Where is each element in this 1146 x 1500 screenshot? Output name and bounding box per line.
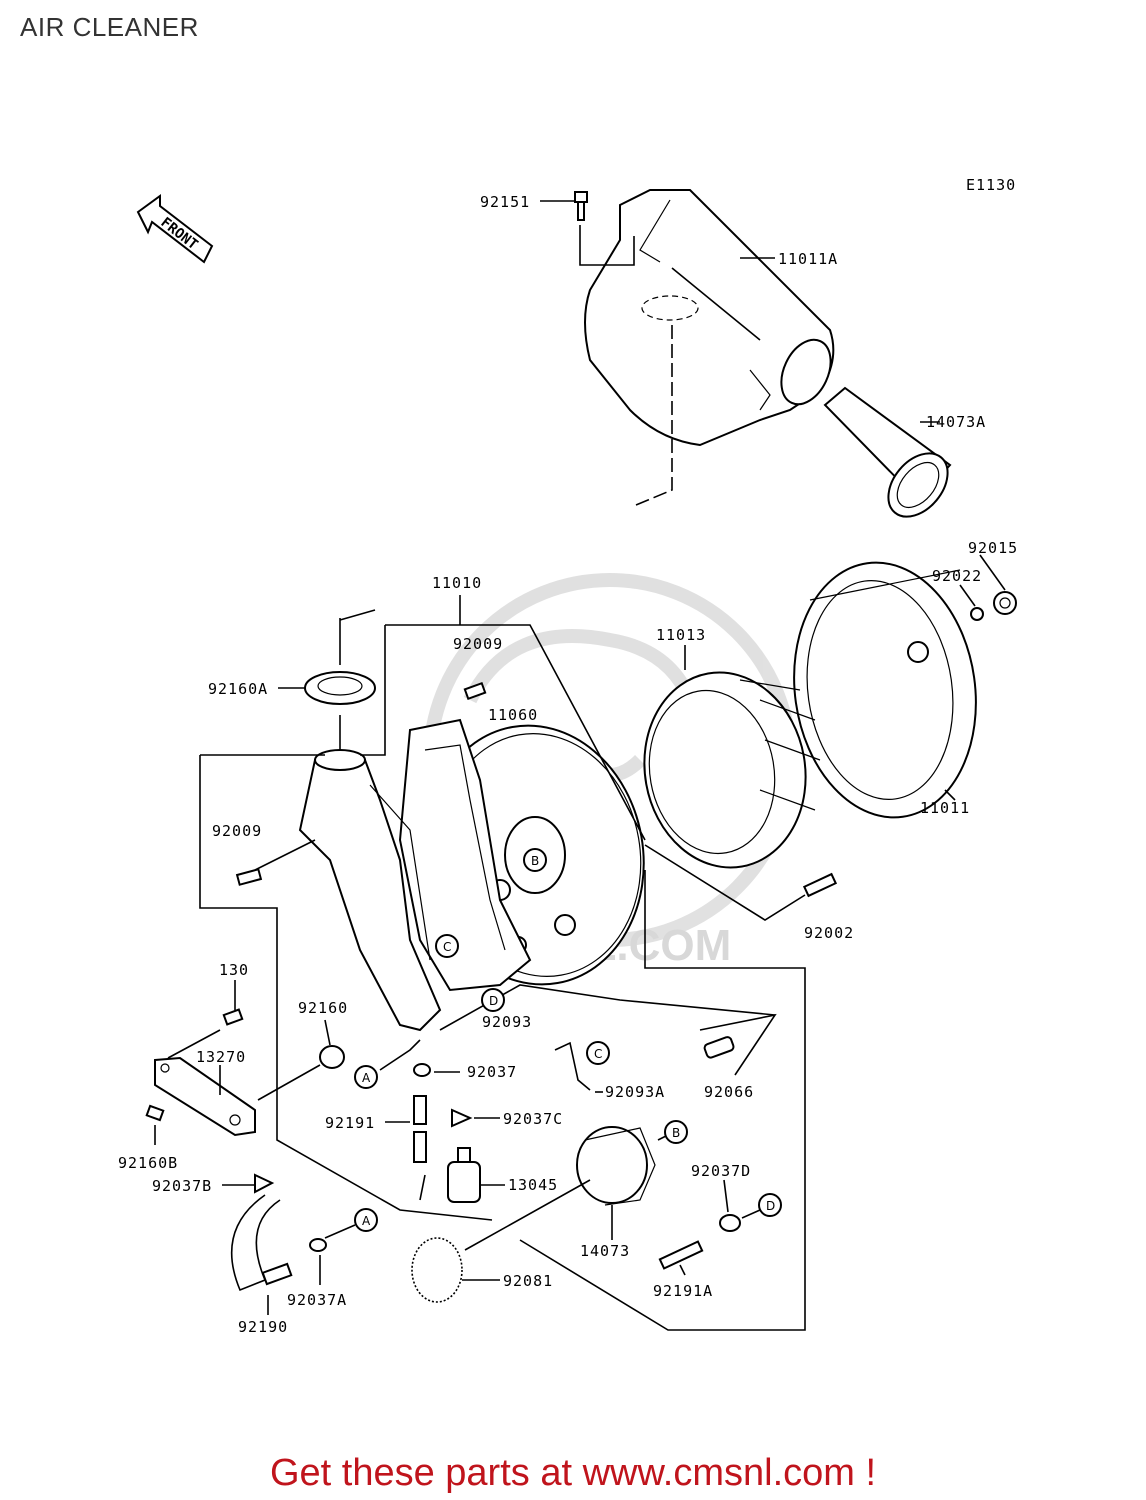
callout-92151: 92151 (480, 193, 530, 211)
ref-circle-a-lower: A (354, 1208, 378, 1232)
washer-92022 (970, 607, 984, 621)
drain-bottle-13045 (447, 1147, 481, 1203)
svg-text:B: B (531, 854, 539, 868)
intake-elbow (298, 749, 442, 1032)
svg-text:A: A (362, 1214, 371, 1228)
svg-text:D: D (489, 994, 498, 1008)
callout-92093a: 92093A (605, 1083, 665, 1101)
callout-92160b: 92160B (118, 1154, 178, 1172)
callout-11011a: 11011A (778, 250, 838, 268)
clamp-92037a (309, 1238, 327, 1252)
grommet-92160 (319, 1045, 345, 1069)
callout-92160: 92160 (298, 999, 348, 1017)
bolt-92151 (574, 191, 588, 221)
bolt-92009-upper (463, 681, 487, 701)
hose-92190 (230, 1194, 293, 1292)
callout-92191a: 92191A (653, 1282, 713, 1300)
plug-92191a (658, 1240, 704, 1270)
clip-92093a (554, 1041, 591, 1091)
filter-housing-11011 (793, 561, 977, 819)
ref-circle-a-upper: A (354, 1065, 378, 1089)
callout-11010: 11010 (432, 574, 482, 592)
diagram-code: E1130 (966, 176, 1016, 194)
svg-text:C: C (443, 940, 451, 954)
callout-11060: 11060 (488, 706, 538, 724)
grommet-92160a (304, 671, 376, 705)
plug-92191 (413, 1095, 427, 1163)
page-title: AIR CLEANER (20, 12, 199, 42)
ref-circle-d-upper: D (481, 988, 505, 1012)
callout-92037d: 92037D (691, 1162, 751, 1180)
callout-92190: 92190 (238, 1318, 288, 1336)
bracket-11010 (398, 718, 532, 992)
callout-92022: 92022 (932, 567, 982, 585)
bolt-92066 (703, 1036, 735, 1059)
cover-14073 (576, 1126, 656, 1206)
callout-92093: 92093 (482, 1013, 532, 1031)
clip-92037b (254, 1173, 275, 1194)
clip-92160b (145, 1104, 165, 1122)
bolt-92002 (802, 872, 838, 898)
ref-circle-c-upper: C (435, 934, 459, 958)
footer-link[interactable]: Get these parts at www.cmsnl.com ! (269, 1452, 877, 1494)
intake-duct-14073a (823, 386, 952, 518)
air-cleaner-cover-11011a (584, 189, 835, 447)
callout-92002: 92002 (804, 924, 854, 942)
clamp-92037d (719, 1214, 741, 1232)
clamp-92037 (413, 1063, 431, 1077)
callout-92037a: 92037A (287, 1291, 347, 1309)
callout-92009-left: 92009 (212, 822, 262, 840)
ref-circle-d-lower: D (758, 1193, 782, 1217)
svg-text:C: C (594, 1047, 602, 1061)
callout-92066: 92066 (704, 1083, 754, 1101)
bolt-130 (222, 1008, 244, 1026)
ref-circle-b-lower: B (664, 1120, 688, 1144)
callout-14073: 14073 (580, 1242, 630, 1260)
callout-14073a: 14073A (926, 413, 986, 431)
exploded-parts-diagram: CMSNL.COM FRONT E1130 (118, 176, 1018, 1336)
filter-element-11013 (643, 671, 821, 869)
svg-text:B: B (672, 1126, 680, 1140)
nut-92015 (993, 591, 1017, 615)
bolt-92009-left (235, 868, 263, 886)
ring-92081 (411, 1237, 463, 1303)
callout-92009-upper: 92009 (453, 635, 503, 653)
callout-130: 130 (219, 961, 249, 979)
ref-circle-c-lower: C (586, 1041, 610, 1065)
svg-text:D: D (766, 1199, 775, 1213)
bracket-13270 (154, 1056, 256, 1137)
ref-circle-b-upper: B (523, 848, 547, 872)
callout-13270: 13270 (196, 1048, 246, 1066)
callout-92037c: 92037C (503, 1110, 563, 1128)
clip-92037c (451, 1108, 473, 1128)
callout-92037: 92037 (467, 1063, 517, 1081)
callout-92160a: 92160A (208, 680, 268, 698)
callout-92081: 92081 (503, 1272, 553, 1290)
callout-11011: 11011 (920, 799, 970, 817)
front-arrow-icon: FRONT (136, 194, 214, 264)
callout-13045: 13045 (508, 1176, 558, 1194)
svg-text:A: A (362, 1071, 371, 1085)
callout-92037b: 92037B (152, 1177, 212, 1195)
callout-92191: 92191 (325, 1114, 375, 1132)
callout-11013: 11013 (656, 626, 706, 644)
callout-92015: 92015 (968, 539, 1018, 557)
